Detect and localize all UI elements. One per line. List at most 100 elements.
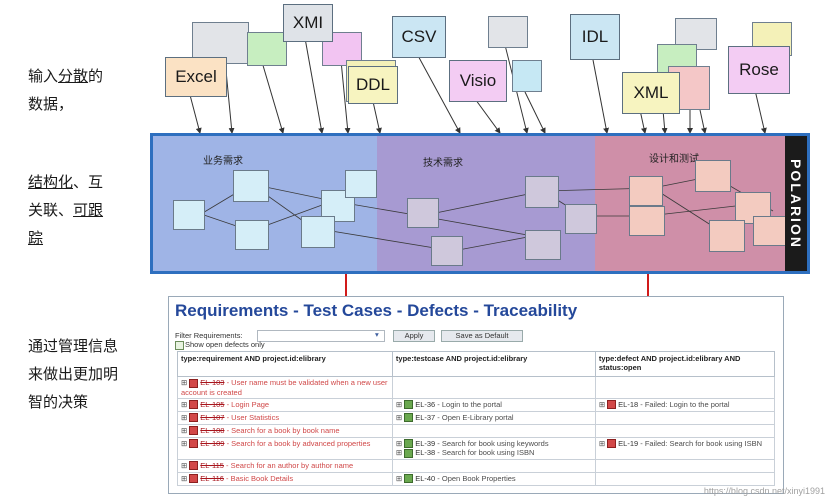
- requirement-id[interactable]: EL-107: [200, 412, 225, 422]
- filter-input[interactable]: [257, 330, 385, 342]
- save-default-button[interactable]: Save as Default: [441, 330, 523, 342]
- table-row: ⊞EL-105 - Login Page ⊞EL-36 - Login to t…: [177, 397, 776, 412]
- polarion-logo: POLARION: [785, 136, 807, 271]
- expand-icon[interactable]: ⊞: [395, 438, 403, 448]
- design-node: [753, 216, 787, 246]
- testcase-title: - Search for book using ISBN: [435, 448, 535, 458]
- expand-icon[interactable]: ⊞: [395, 473, 403, 483]
- requirement-id[interactable]: EL-108: [200, 425, 225, 435]
- requirement-icon: [189, 439, 199, 449]
- expand-icon[interactable]: ⊞: [181, 460, 188, 470]
- requirement-icon: [189, 461, 199, 471]
- testcase-entry: ⊞EL-39 - Search for book using keywords: [396, 439, 592, 449]
- caption-text: 智的决策: [28, 393, 89, 411]
- testcase-id[interactable]: EL-38: [415, 448, 436, 458]
- testcase-id[interactable]: EL-40: [415, 473, 436, 483]
- input-label: Rose: [739, 60, 779, 79]
- input-card: [247, 32, 287, 66]
- defect-cell[interactable]: ⊞ EL-18 - Failed: Login to the portal: [594, 397, 776, 412]
- input-rose: Rose: [728, 46, 790, 94]
- requirement-cell[interactable]: ⊞ EL-105 - Login Page: [177, 397, 393, 412]
- testcase-cell[interactable]: ⊞EL-36 - Login to the portal: [391, 397, 596, 412]
- input-idl: IDL: [570, 14, 620, 60]
- requirement-title: - Search for an author by author name: [223, 460, 354, 470]
- caption-structured-traceable: 结构化、互 关联、可跟 踪: [28, 168, 138, 252]
- testcase-cell[interactable]: ⊞EL-39 - Search for book using keywords …: [391, 436, 596, 460]
- input-csv: CSV: [392, 16, 446, 58]
- traceability-panel: Requirements - Test Cases - Defects - Tr…: [168, 296, 784, 494]
- expand-icon[interactable]: ⊞: [181, 473, 188, 483]
- requirement-title: - Search for a book by advanced properti…: [224, 438, 371, 448]
- requirement-cell[interactable]: ⊞ EL-109 - Search for a book by advanced …: [177, 436, 393, 460]
- expand-icon[interactable]: ⊞: [395, 448, 403, 458]
- caption-text: 分散: [58, 67, 89, 85]
- expand-icon[interactable]: ⊞: [181, 399, 188, 409]
- requirement-icon: [189, 426, 199, 436]
- expand-icon[interactable]: ⊞: [395, 412, 403, 422]
- testcase-id[interactable]: EL-37: [415, 412, 436, 422]
- expand-icon[interactable]: ⊞: [598, 399, 606, 409]
- caption-text: 的: [88, 67, 104, 85]
- requirement-title: - Search for a book by book name: [224, 425, 340, 435]
- show-open-checkbox[interactable]: [175, 341, 184, 350]
- zone-title-technical: 技术需求: [423, 158, 463, 169]
- requirement-node: [345, 170, 377, 198]
- defect-icon: [607, 439, 617, 449]
- requirement-icon: [189, 413, 199, 423]
- defect-title: - Failed: Login to the portal: [638, 399, 730, 409]
- testcase-id[interactable]: EL-39: [415, 438, 436, 448]
- requirement-id[interactable]: EL-115: [200, 460, 224, 470]
- defect-cell[interactable]: ⊞ EL-19 - Failed: Search for book using I…: [594, 436, 776, 460]
- requirement-cell[interactable]: ⊞ EL-107 - User Statistics: [177, 410, 393, 425]
- expand-icon[interactable]: ⊞: [598, 438, 606, 448]
- table-row: ⊞ EL-109 - Search for a book by advanced …: [177, 436, 776, 460]
- caption-text: 、互: [73, 173, 104, 191]
- dropdown-arrow-icon[interactable]: ▾: [375, 330, 379, 339]
- requirement-cell[interactable]: ⊞ EL-115 - Search for an author by author…: [177, 458, 393, 473]
- requirement-node: [173, 200, 205, 230]
- design-node: [709, 220, 745, 252]
- requirement-cell[interactable]: ⊞EL-116 - Basic Book Details: [177, 471, 393, 486]
- input-xmi: XMI: [283, 4, 333, 42]
- expand-icon[interactable]: ⊞: [181, 425, 188, 435]
- requirement-title: - User Statistics: [224, 412, 280, 422]
- tech-node: [431, 236, 463, 266]
- testcase-cell[interactable]: ⊞EL-37 - Open E-Library portal: [391, 410, 596, 425]
- testcase-entry: ⊞ EL-38 - Search for book using ISBN: [396, 448, 592, 458]
- caption-text: 关联、: [28, 201, 74, 219]
- expand-icon[interactable]: ⊞: [181, 438, 188, 448]
- defect-id[interactable]: EL-18: [618, 399, 639, 409]
- tech-node: [525, 230, 561, 260]
- input-excel: Excel: [165, 57, 227, 97]
- defect-id[interactable]: EL-19: [618, 438, 639, 448]
- requirement-id[interactable]: EL-103: [200, 378, 225, 387]
- traceability-table: type:requirement AND project.id:elibrary…: [177, 351, 776, 486]
- requirement-title: - Login Page: [224, 399, 270, 409]
- design-node: [695, 160, 731, 192]
- polarion-band: 业务需求 技术需求 设计和测试: [150, 133, 810, 274]
- apply-button[interactable]: Apply: [393, 330, 435, 342]
- polarion-logo-text: POLARION: [788, 158, 805, 249]
- input-label: Visio: [459, 71, 497, 90]
- requirement-id[interactable]: EL-109: [200, 438, 225, 448]
- caption-text: 通过管理信息: [28, 337, 119, 355]
- defect-title: - Failed: Search for book using ISBN: [638, 438, 762, 448]
- requirement-id[interactable]: EL-105: [200, 399, 225, 409]
- expand-icon[interactable]: ⊞: [181, 378, 188, 387]
- requirement-node: [301, 216, 335, 248]
- table-row: ⊞EL-103 - User name must be validated wh…: [177, 376, 776, 399]
- zone-title-design: 设计和测试: [649, 154, 699, 165]
- input-xml: XML: [622, 72, 680, 114]
- testcase-cell[interactable]: ⊞EL-40 - Open Book Properties: [391, 471, 596, 486]
- caption-text: 数据，: [28, 95, 74, 113]
- caption-text: 踪: [28, 229, 44, 247]
- caption-input-scattered-data: 输入分散的 数据，: [28, 62, 138, 118]
- expand-icon[interactable]: ⊞: [181, 412, 188, 422]
- requirement-id[interactable]: EL-116: [200, 473, 224, 483]
- requirement-cell[interactable]: ⊞ EL-108 - Search for a book by book name: [177, 423, 393, 438]
- defect-cell: [594, 376, 776, 399]
- expand-icon[interactable]: ⊞: [395, 399, 403, 409]
- testcase-id[interactable]: EL-36: [415, 399, 436, 409]
- table-row: ⊞ EL-108 - Search for a book by book name: [177, 423, 776, 438]
- requirement-cell[interactable]: ⊞EL-103 - User name must be validated wh…: [177, 376, 393, 399]
